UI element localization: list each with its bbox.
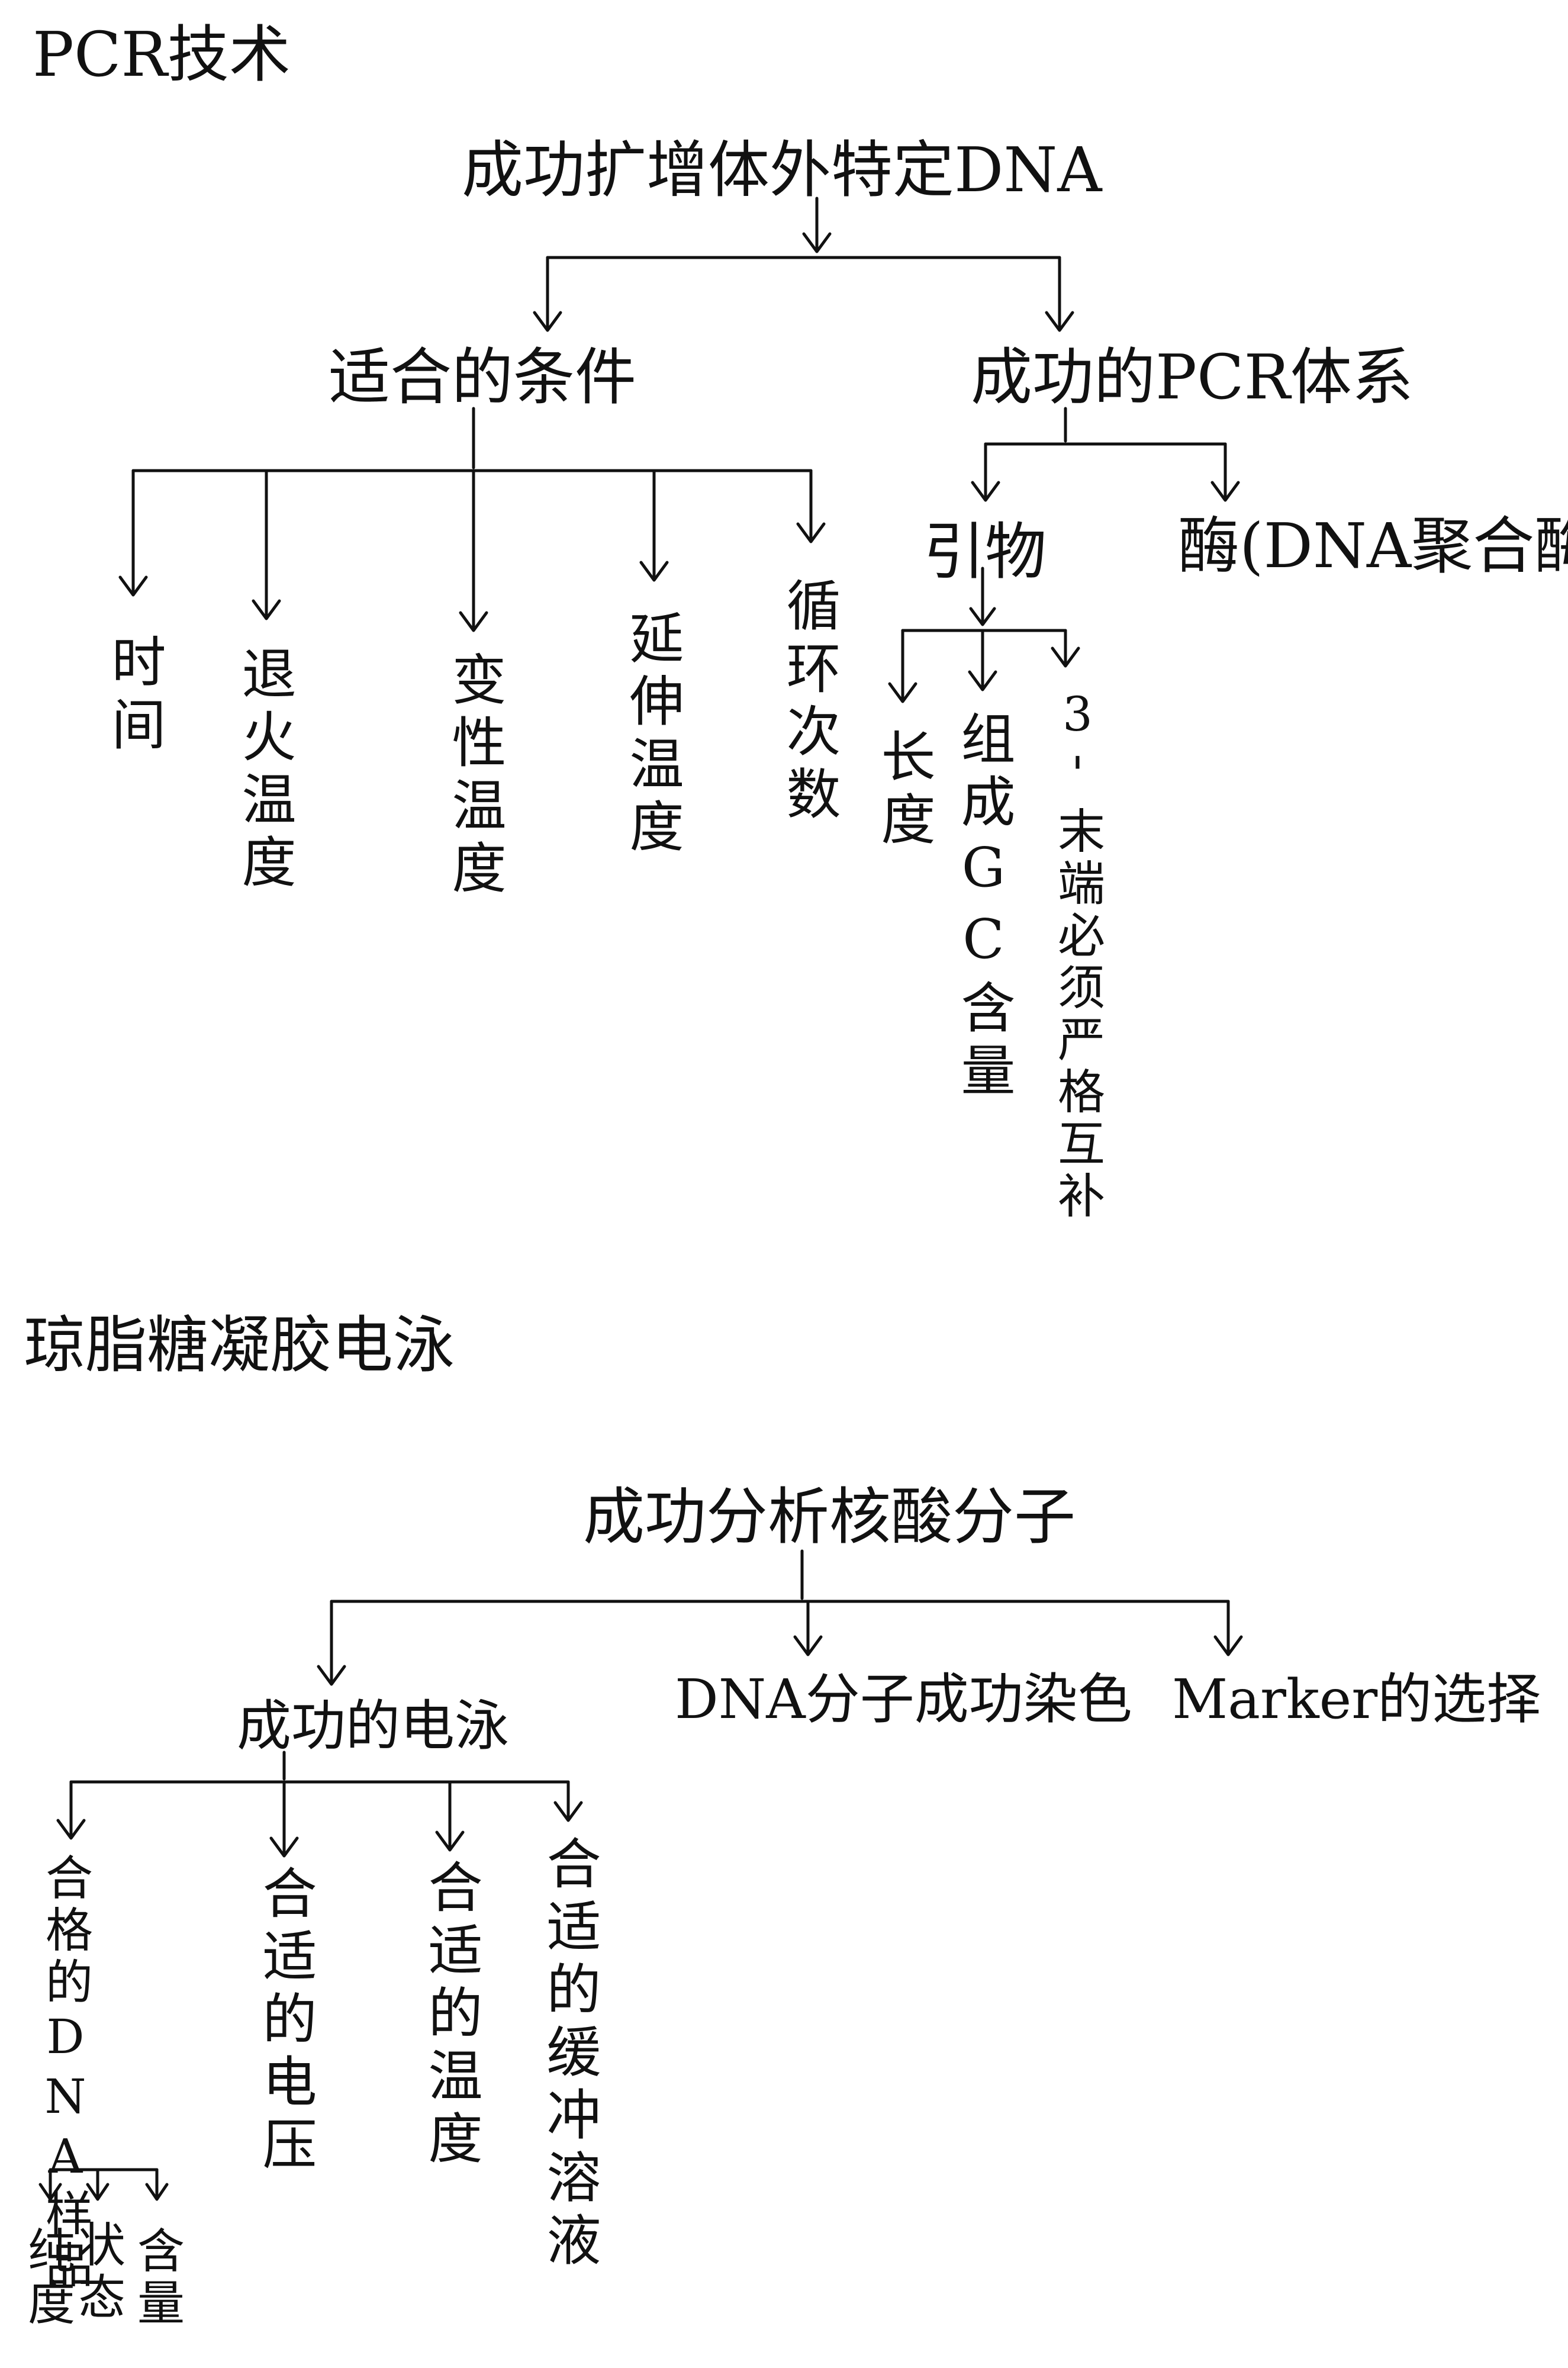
sample-item-purity: 纯度 — [20, 2226, 75, 2330]
primer-item-3prime-complementary: 3'末端必须严格互补 — [1050, 687, 1105, 1223]
sample-item-content: 含量 — [130, 2226, 185, 2330]
conditions-node: 适合的条件 — [329, 341, 637, 413]
condition-item-annealing-temp: 退火温度 — [233, 645, 296, 896]
dna-sample-node: 合格的DNA样品 — [38, 1853, 93, 2293]
primer-item-gc-content: 组成GC含量 — [952, 710, 1015, 1105]
electrophoresis-node: 成功的电泳 — [237, 1694, 510, 1758]
enzyme-node: 酶(DNA聚合酶) — [1178, 510, 1568, 582]
pcr-root-node: 成功扩增体外特定DNA — [462, 134, 1102, 206]
condition-item-extension-temp: 延伸温度 — [620, 610, 684, 861]
pcr-system-node: 成功的PCR体系 — [971, 341, 1414, 413]
dna-staining-node: DNA分子成功染色 — [675, 1668, 1132, 1731]
gel-section-title: 琼脂糖凝胶电泳 — [24, 1309, 455, 1381]
voltage-node: 合适的电压 — [253, 1865, 317, 2179]
buffer-node: 合适的缓冲溶液 — [537, 1835, 601, 2274]
pcr-section-title: PCR技术 — [33, 18, 291, 91]
gel-root-node: 成功分析核酸分子 — [583, 1481, 1076, 1553]
marker-selection-node: Marker的选择 — [1172, 1668, 1541, 1731]
condition-item-cycle-count: 循环次数 — [777, 577, 841, 828]
condition-item-time: 时间 — [102, 633, 166, 759]
condition-item-denaturation-temp: 变性温度 — [443, 651, 506, 902]
primer-node: 引物 — [923, 516, 1047, 588]
primer-item-length: 长度 — [872, 728, 935, 854]
temperature-node: 合适的温度 — [419, 1859, 482, 2173]
sample-item-state: 状态 — [70, 2220, 125, 2324]
